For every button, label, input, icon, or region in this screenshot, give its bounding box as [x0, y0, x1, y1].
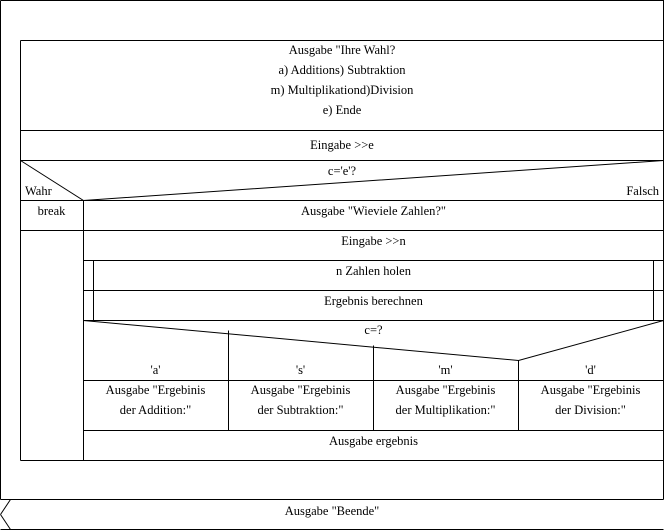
call-compute: Ergebnis berechnen — [324, 294, 423, 308]
case-value-m: 'm' — [438, 363, 453, 377]
true-branch-break: break — [37, 204, 66, 218]
row-lines-top — [20, 40, 664, 161]
case-d-line-1: Ausgabe "Ergebinis — [540, 383, 641, 397]
call-get-numbers: n Zahlen holen — [336, 264, 411, 278]
final-output: Ausgabe "Beende" — [284, 504, 380, 518]
case-a-line-1: Ausgabe "Ergebinis — [105, 383, 206, 397]
input-count: Eingabe >>n — [341, 234, 406, 248]
case-condition: c=? — [364, 323, 383, 337]
intro-line-4: e) Ende — [322, 103, 362, 117]
case-s-line-2: der Subtraktion:" — [257, 403, 344, 417]
false-branch-rows — [83, 230, 664, 321]
ask-count-output: Ausgabe "Wieviele Zahlen?" — [300, 204, 447, 218]
branch-separator — [20, 200, 84, 461]
final-row — [0, 499, 664, 530]
case-value-a: 'a' — [150, 363, 161, 377]
case-value-s: 's' — [295, 363, 306, 377]
exit-marker — [0, 499, 11, 530]
output-result: Ausgabe ergebnis — [329, 434, 418, 448]
case-s-line-1: Ausgabe "Ergebinis — [250, 383, 351, 397]
decision-false-label: Falsch — [626, 184, 659, 198]
intro-line-2: a) Additions) Subtraktion — [278, 63, 406, 77]
decision-triangle — [20, 160, 664, 202]
case-d-line-2: der Division:" — [555, 403, 626, 417]
case-m-line-1: Ausgabe "Ergebinis — [395, 383, 496, 397]
input-choice: Eingabe >>e — [310, 138, 374, 152]
intro-line-1: Ausgabe "Ihre Wahl? — [288, 43, 396, 57]
case-m-line-2: der Multiplikation:" — [395, 403, 496, 417]
case-a-line-2: der Addition:" — [119, 403, 192, 417]
case-lines — [83, 330, 664, 431]
case-triangle — [83, 320, 664, 362]
decision-condition: c='e'? — [327, 164, 357, 178]
decision-true-label: Wahr — [25, 184, 52, 198]
intro-line-3: m) Multiplikationd)Division — [270, 83, 414, 97]
case-value-d: 'd' — [585, 363, 596, 377]
call-bars — [93, 260, 654, 321]
